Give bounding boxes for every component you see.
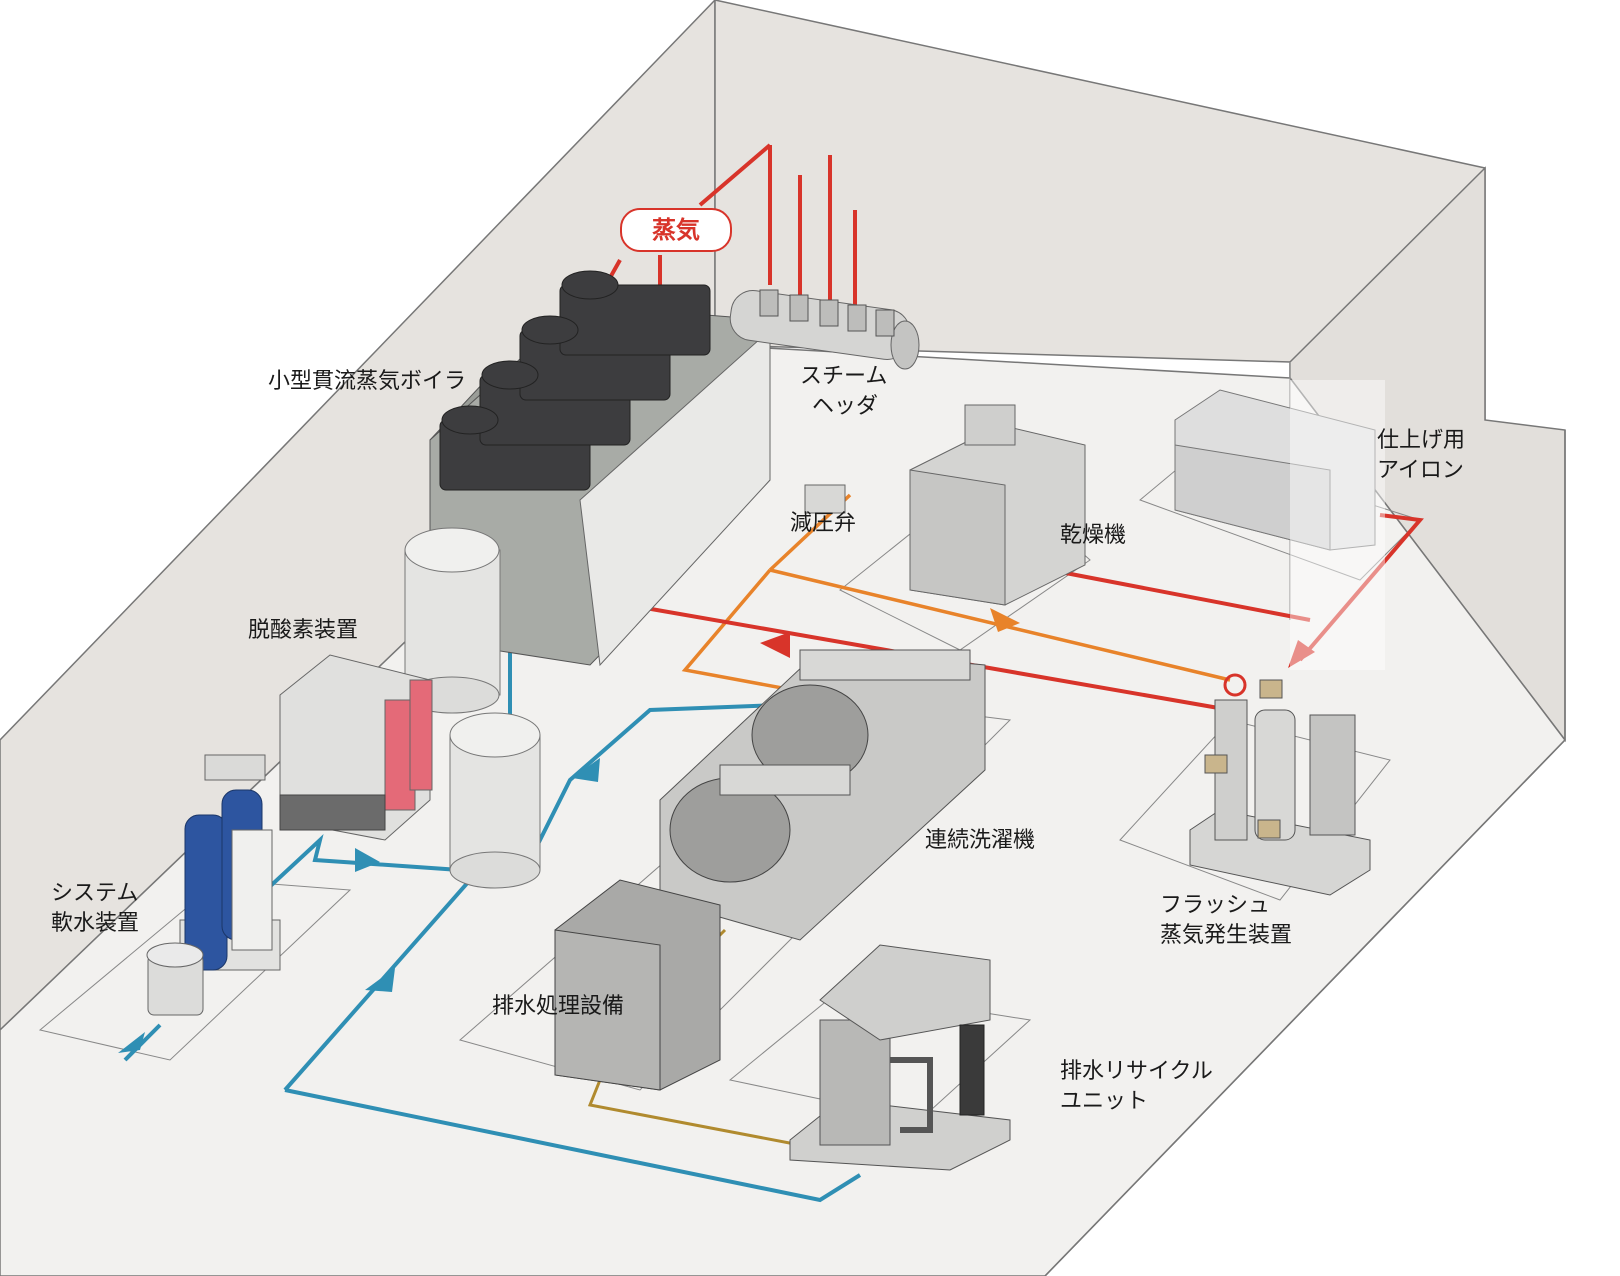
recycle-top [819, 944, 991, 1041]
tank-2-bottom [449, 851, 541, 889]
header-valve-5 [875, 309, 895, 337]
tank-1-top [404, 527, 500, 573]
flash-valve-wheel [1223, 673, 1247, 697]
water-pipe-4 [284, 1088, 862, 1203]
water-pipe-3 [283, 703, 781, 1092]
dryer [909, 404, 1086, 606]
steam-pipe-10 [1049, 568, 1311, 622]
dryer-front [909, 469, 1006, 606]
continuous-washer [659, 649, 986, 941]
wt-front [554, 929, 661, 1091]
iron-glass [1290, 380, 1385, 670]
recycle-piping [890, 1057, 933, 1133]
label-steam-header-1: スチーム [800, 364, 888, 389]
drain-pipe-1 [681, 568, 821, 697]
boiler-dome-1 [441, 405, 499, 435]
boiler-tops [439, 270, 711, 491]
recycle-pump [959, 1024, 985, 1116]
recycle-unit [789, 944, 1011, 1171]
label-deaerator: 脱酸素装置 [248, 618, 359, 643]
steam-header [729, 289, 920, 370]
boiler-dome-2 [481, 360, 539, 390]
flash-tank [1254, 709, 1296, 841]
dryer-top-box [964, 404, 1016, 446]
label-softener-2: 軟水装置 [51, 911, 140, 936]
label-washer: 連続洗濯機 [925, 828, 1036, 853]
washer-frame-2 [799, 649, 971, 681]
water-pipe-1 [123, 1023, 162, 1062]
header-valve-2 [789, 294, 809, 322]
flash-box-3 [1257, 819, 1281, 839]
softener-cabinet [231, 829, 273, 951]
label-softener-1: システム [51, 881, 139, 906]
washer-frame-1 [719, 764, 851, 796]
water-arrow-1 [118, 1032, 145, 1053]
deoxygenation-unit [279, 654, 433, 841]
water-arrows [118, 758, 600, 1053]
header-cap [890, 320, 920, 370]
steam-arrow-2 [1288, 640, 1315, 668]
flash-outline [1119, 719, 1391, 901]
steam-arrow-1 [760, 632, 790, 658]
drain-arrow [990, 608, 1020, 632]
finishing-iron [1174, 380, 1385, 670]
steam-badge: 蒸気 [620, 208, 732, 252]
label-iron-1: 仕上げ用 [1377, 428, 1466, 453]
steam-arrows [760, 632, 1315, 668]
boiler-bank [429, 270, 771, 667]
label-pressure-reducing-valve: 減圧弁 [790, 511, 857, 536]
flash-box-1 [1259, 679, 1283, 699]
header-valves [759, 289, 895, 337]
steam-pipe-11 [1298, 513, 1424, 662]
header-valve-3 [819, 299, 839, 327]
iron-face [1174, 444, 1331, 551]
flash-cabinet [1309, 714, 1356, 836]
label-dryer: 乾燥機 [1060, 523, 1127, 548]
header-valve-1 [759, 289, 779, 317]
boiler-dome-4 [561, 270, 619, 300]
steam-pipe-3 [698, 143, 772, 207]
flash-box-2 [1204, 754, 1228, 774]
flash-steam-generator [1189, 673, 1371, 896]
softener-unit [146, 754, 281, 1016]
label-flash-2: 蒸気発生装置 [1160, 923, 1293, 948]
water-arrow-3 [365, 968, 395, 992]
label-iron-2: アイロン [1377, 458, 1464, 483]
boiler-dome-3 [521, 315, 579, 345]
tank-2-top [449, 712, 541, 758]
label-recycle-1: 排水リサイクル [1060, 1059, 1213, 1084]
deox-red-panel-2 [409, 679, 433, 791]
waste-pipe-1 [587, 1079, 801, 1147]
label-recycle-2: ユニット [1060, 1089, 1149, 1114]
boiler-panels [579, 328, 771, 667]
pressure-reducing-valve [804, 484, 846, 514]
brine-tank-top [146, 942, 204, 968]
tank-1-body [404, 549, 501, 696]
label-boiler: 小型貫流蒸気ボイラ [268, 369, 467, 394]
water-arrow-2 [355, 848, 380, 872]
label-flash-1: フラッシュ [1160, 893, 1271, 918]
label-steam-header-2: ヘッダ [812, 394, 879, 419]
label-wastewater: 排水処理設備 [492, 994, 625, 1019]
softener-head [204, 754, 266, 781]
wastewater-treatment [554, 879, 721, 1091]
right-wall-edge [1044, 430, 1566, 1276]
water-arrow-4 [572, 758, 600, 782]
deox-base [279, 794, 386, 831]
header-valve-4 [847, 304, 867, 332]
